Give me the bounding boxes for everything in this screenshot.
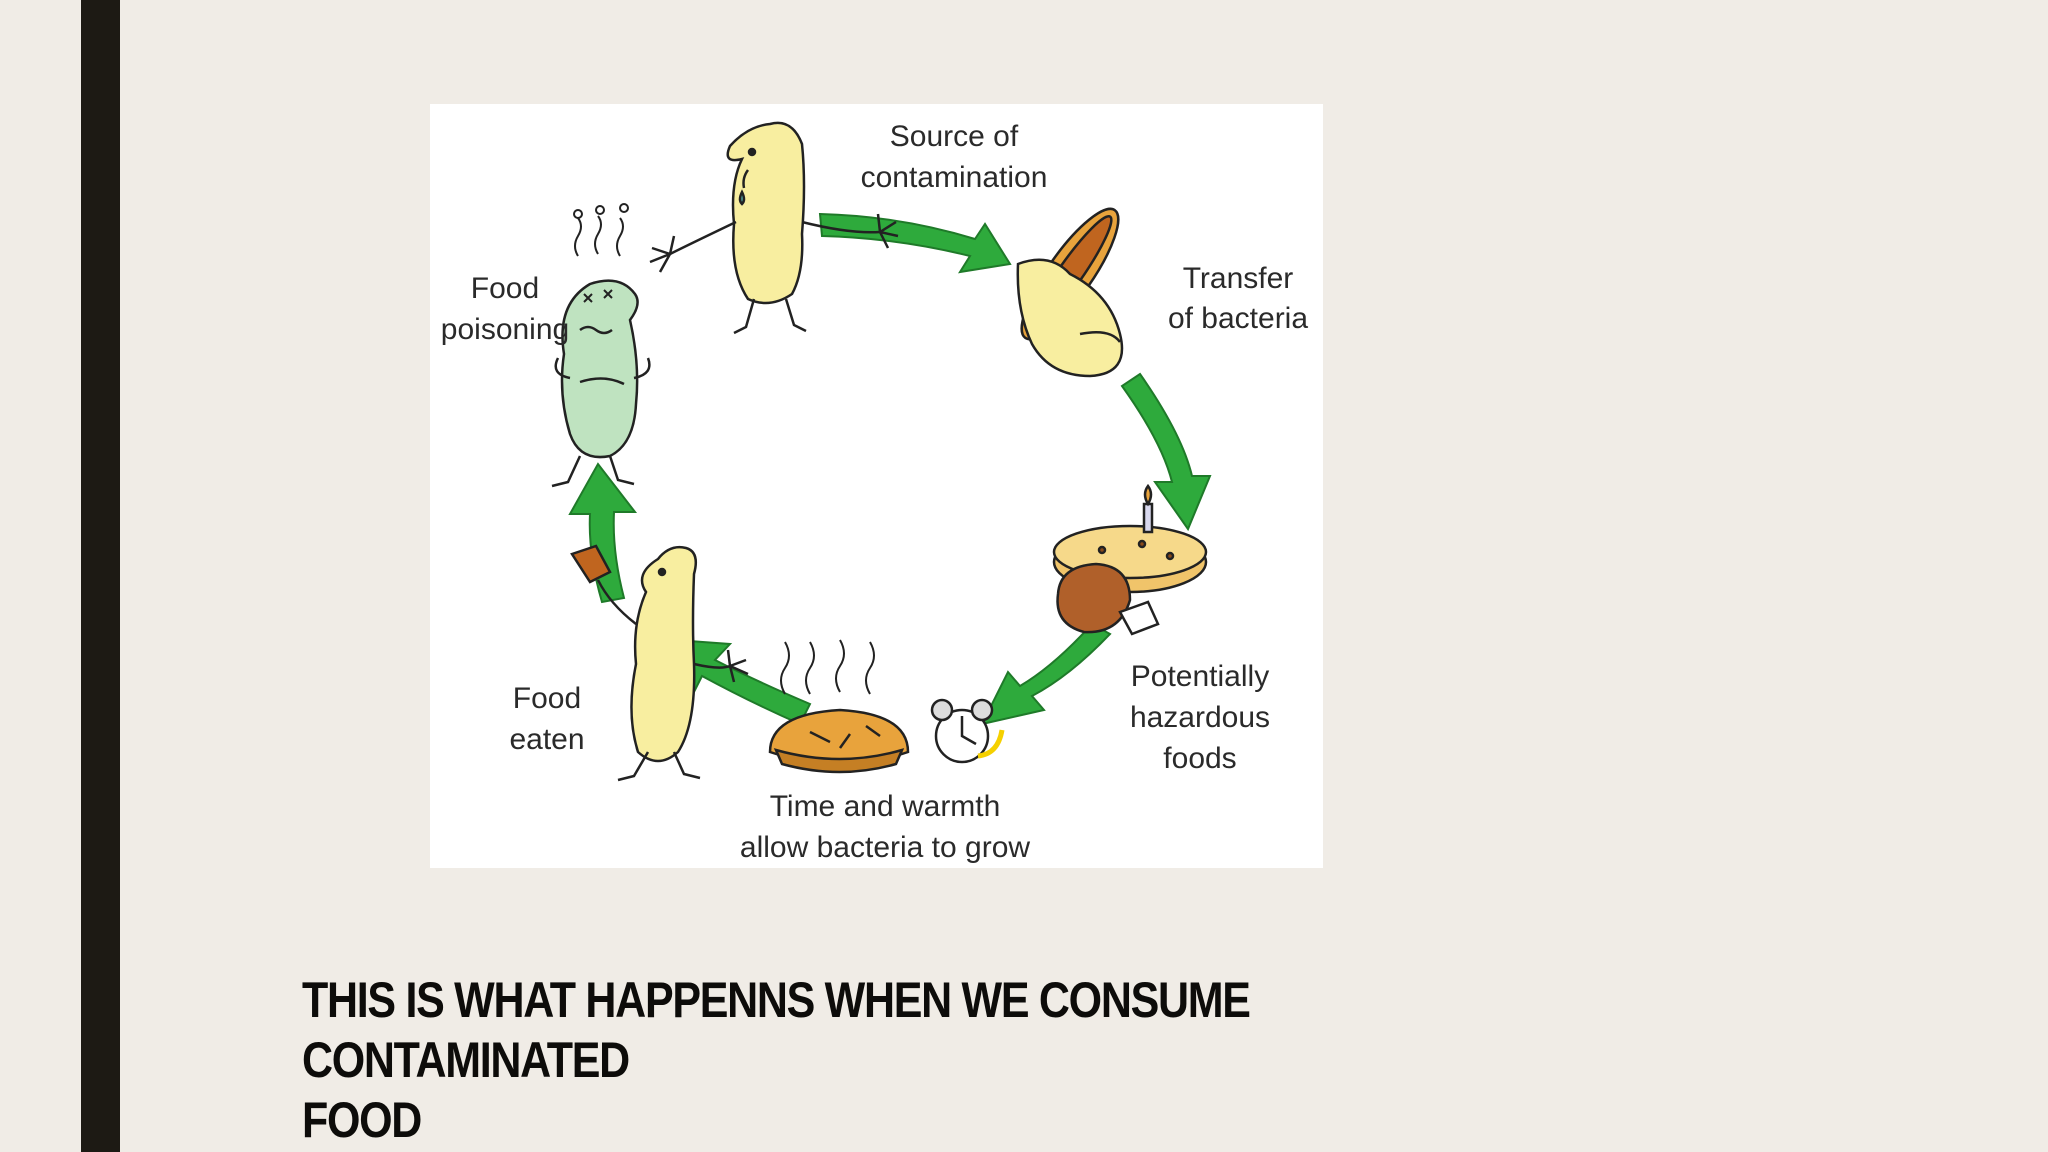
left-accent-bar (81, 0, 120, 1152)
food-poisoning-character-illustration (551, 203, 651, 488)
caption-line-1: THIS IS WHAT HAPPENNS WHEN WE CONSUME CO… (302, 972, 1251, 1088)
label-potentially-hazardous-foods: Potentially hazardous foods (1130, 660, 1270, 775)
label-source-line-1: Source of (890, 120, 1019, 153)
label-transfer-of-bacteria: Transfer of bacteria (1168, 262, 1308, 335)
slide-caption: THIS IS WHAT HAPPENNS WHEN WE CONSUME CO… (302, 970, 1420, 1150)
hotdog-transfer-illustration (1016, 207, 1124, 378)
arrow-hazardous-to-time (980, 622, 1112, 726)
label-time-line-2: allow bacteria to grow (740, 831, 1030, 864)
caption-line-2: FOOD (302, 1092, 422, 1148)
label-source-of-contamination: Source of contamination (861, 120, 1048, 194)
label-transfer-line-1: Transfer (1183, 262, 1294, 295)
arrow-time-to-eaten (673, 638, 812, 726)
contamination-cycle-diagram: Source of contamination Transfer of bact… (430, 104, 1323, 868)
arrow-eaten-to-poisoning (568, 462, 638, 604)
arrow-transfer-to-hazardous (1120, 372, 1212, 532)
label-transfer-line-2: of bacteria (1168, 302, 1308, 335)
label-hazardous-line-3: foods (1163, 742, 1236, 775)
label-hazardous-line-1: Potentially (1131, 660, 1269, 693)
label-poisoning-line-1: Food (471, 272, 539, 305)
label-eaten-line-2: eaten (509, 723, 584, 756)
label-food-poisoning: Food poisoning (441, 272, 569, 346)
eating-character-illustration (570, 544, 749, 782)
label-time-line-1: Time and warmth (770, 790, 1001, 823)
label-food-eaten: Food eaten (509, 682, 584, 756)
arrow-source-to-transfer (818, 212, 1012, 274)
label-hazardous-line-2: hazardous (1130, 701, 1270, 734)
source-character-illustration (649, 121, 899, 335)
hazardous-foods-illustration (1052, 483, 1208, 636)
label-poisoning-line-2: poisoning (441, 313, 569, 346)
label-eaten-line-1: Food (513, 682, 581, 715)
label-source-line-2: contamination (861, 161, 1048, 194)
pie-and-clock-illustration (768, 639, 1005, 774)
label-time-and-warmth: Time and warmth allow bacteria to grow (740, 790, 1030, 864)
